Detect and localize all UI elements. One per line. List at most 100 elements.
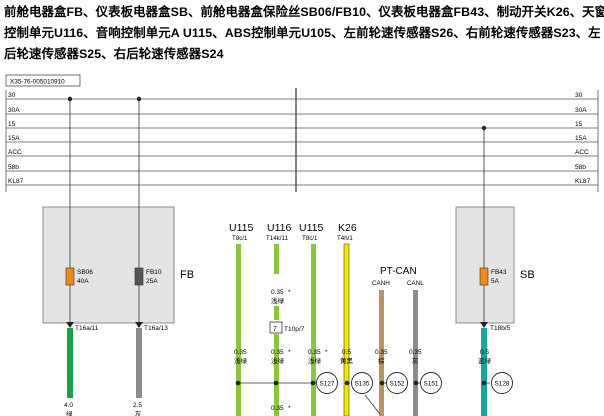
junction-dot [344, 380, 350, 386]
fuse-fb43-name: FB43 [491, 269, 507, 276]
pin-marker [66, 322, 74, 328]
rail-label-left-7: KL87 [8, 178, 24, 185]
wire-label-5-size: 0.35 [375, 349, 388, 356]
fuse-fb10-rating: 25A [146, 278, 158, 285]
wire-label-1-size: 0.35 [234, 349, 247, 356]
title-line-1: 前舱电器盒FB、仪表板电器盒SB、前舱电器盒保险丝SB06/FB10、仪表板电器… [4, 5, 604, 19]
wire-label-5-color: 棕 [378, 356, 385, 365]
fuse-sb06-rating: 40A [77, 278, 89, 285]
wire-teal [481, 328, 487, 416]
junction-dot [136, 96, 142, 102]
wire-label-bottom-star: * [288, 405, 291, 412]
wire-color-green: 绿 [66, 409, 73, 416]
rail-label-right-2: 30A [575, 107, 587, 114]
junction-dot [310, 380, 316, 386]
wire-label-6-color: 灰 [412, 356, 419, 365]
junction-dot [235, 380, 241, 386]
sb-pin: T18b/5 [490, 325, 511, 332]
rail-label-left-3: 15 [8, 121, 16, 128]
wire-light-green-2 [274, 244, 279, 274]
fb-pin-2: T16a/13 [144, 325, 168, 332]
splice-s151 [420, 372, 442, 394]
splice-s135 [351, 372, 373, 394]
wire-label-2-star: * [288, 349, 291, 356]
connector-pin-4: T4h/1 [337, 235, 353, 242]
rail-label-right-1: 30 [575, 92, 583, 99]
fuse-fb10 [134, 267, 144, 286]
wire-light-green-1 [236, 244, 241, 416]
splice-s135-label: S135 [355, 381, 370, 388]
wire-label-7-color: 蓝绿 [478, 356, 492, 365]
connector-t10p-mark: 7 [273, 326, 277, 333]
sb-box [455, 206, 515, 324]
connector-k26: K26 [338, 222, 357, 234]
connector-t10p-box [269, 321, 283, 334]
rail-label-left-5: ACC [8, 149, 22, 156]
connector-pin-2: T14k/11 [266, 235, 288, 242]
wire-light-green-2b [274, 334, 279, 416]
splice-s128 [491, 372, 513, 394]
splice-s151-label: S151 [424, 381, 439, 388]
pin-marker [135, 322, 143, 328]
junction-dot [273, 380, 279, 386]
wire-label-3-star: * [325, 349, 328, 356]
u116-wire-color: 浅绿 [271, 296, 285, 305]
wire-label-2-color: 浅绿 [271, 356, 285, 365]
connector-u115-a: U115 [229, 222, 253, 234]
diagram-id: X35-76-005010910 [10, 79, 65, 86]
junction-dot [413, 380, 419, 386]
wire-label-3-color: 浅绿 [308, 356, 322, 365]
wire-label-4-color: 黄黑 [340, 356, 354, 365]
wire-yellow-black [343, 243, 350, 416]
pt-can-label: PT-CAN [380, 266, 417, 277]
sb-label: SB [520, 269, 535, 281]
fb-label: FB [180, 269, 194, 281]
fuse-sb06 [65, 267, 75, 286]
pin-marker [480, 322, 488, 328]
can-l-label: CANL [407, 280, 424, 287]
splice-s152-label: S152 [390, 381, 405, 388]
connector-t10p: T10p/7 [284, 326, 305, 333]
can-h-label: CANH [372, 280, 390, 287]
junction-dot [481, 380, 487, 386]
splice-s152 [386, 372, 408, 394]
fuse-fb10-name: FB10 [146, 269, 162, 276]
wire-label-bottom-size: 0.35 [271, 405, 284, 412]
rail-label-left-6: 58b [8, 164, 19, 171]
junction-dot [481, 125, 487, 131]
splice-s127-label: S127 [320, 381, 335, 388]
wire-brown [379, 290, 384, 416]
wire-label-3-size: 0.35 [308, 349, 321, 356]
connector-u116: U116 [267, 222, 291, 234]
title-line-2: 控制单元U116、音响控制单元A U115、ABS控制单元U105、左前轮速传感… [4, 26, 601, 40]
rail-label-right-7: KL87 [575, 178, 591, 185]
fuse-sb06-name: SB06 [77, 269, 93, 276]
splice-s128-label: S128 [495, 381, 510, 388]
wire-grey-2-5 [136, 328, 142, 398]
fb-box [42, 206, 175, 324]
rail-label-right-3: 15 [575, 121, 583, 128]
rail-label-right-5: ACC [575, 149, 589, 156]
fuse-fb43 [479, 267, 489, 286]
power-rails [5, 90, 599, 192]
wire-size-green: 4.0 [64, 402, 73, 409]
connector-pin-3: T8c/1 [302, 235, 318, 242]
wire-label-2-size: 0.35 [271, 349, 284, 356]
rail-label-left-4: 15A [8, 135, 20, 142]
wire-light-green-2-mid [274, 306, 279, 320]
connector-u115-b: U115 [299, 222, 323, 234]
wire-green-4-0 [67, 328, 73, 398]
wire-grey-canl [413, 290, 418, 416]
splice-s127 [316, 372, 338, 394]
junction-dot [379, 380, 385, 386]
wire-color-grey: 灰 [135, 409, 142, 416]
wire-label-7-size: 0.5 [480, 349, 489, 356]
junction-dot [67, 96, 73, 102]
wire-size-grey: 2.5 [133, 402, 142, 409]
diagram-id-box [5, 74, 81, 87]
wire-label-1-color: 浅绿 [234, 356, 248, 365]
u116-wire-size: 0.35 [271, 289, 284, 296]
fuse-fb43-rating: 5A [491, 278, 500, 285]
connector-pin-1: T8c/1 [232, 235, 248, 242]
